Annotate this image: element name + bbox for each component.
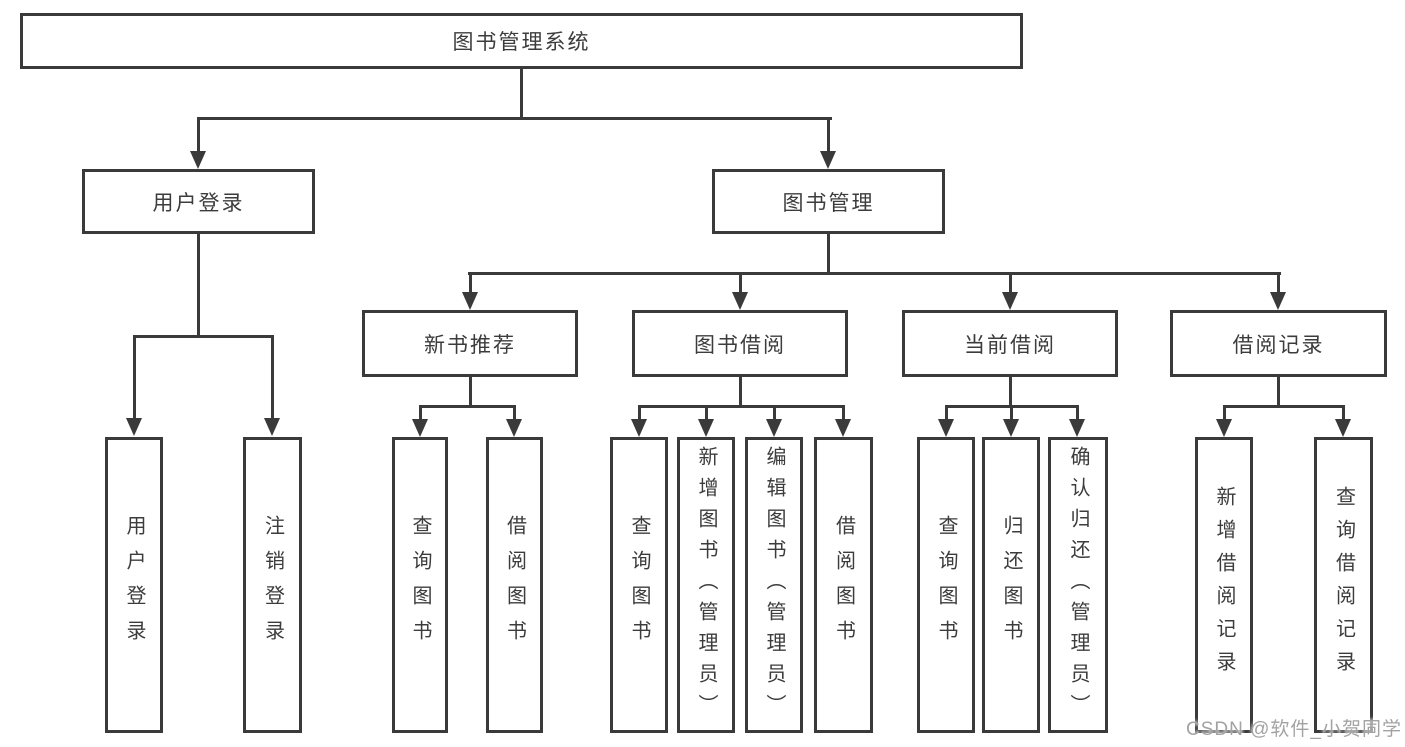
- connector-root-branch: [197, 117, 832, 120]
- leaf-label: 编辑图书（管理员）: [763, 445, 785, 725]
- arrow-down-icon: [1069, 419, 1085, 437]
- node-root-label: 图书管理系统: [452, 31, 591, 54]
- leaf-label: 查询借阅记录: [1332, 486, 1355, 684]
- leaf-record-add-record: 新增借阅记录: [1195, 437, 1253, 733]
- connector-borrowrecord-drop: [1277, 377, 1280, 405]
- arrow-down-icon: [506, 419, 522, 437]
- connector-stub: [945, 405, 948, 419]
- leaf-label: 确认归还（管理员）: [1067, 445, 1089, 725]
- node-book-management: 图书管理: [712, 169, 945, 234]
- arrow-down-icon: [766, 419, 782, 437]
- node-current-borrow: 当前借阅: [902, 310, 1118, 377]
- connector-stub: [842, 405, 845, 419]
- connector-stub: [705, 405, 708, 419]
- leaf-logout: 注销登录: [243, 437, 302, 733]
- connector-bookborrow-drop: [739, 377, 742, 405]
- node-label: 新书推荐: [424, 333, 516, 357]
- leaf-current-query-book: 查询图书: [917, 437, 975, 733]
- node-label: 当前借阅: [964, 333, 1056, 357]
- node-label: 借阅记录: [1232, 333, 1325, 357]
- leaf-user-login: 用户登录: [105, 437, 163, 733]
- connector-bookmgmt-drop: [827, 234, 830, 272]
- leaf-label: 归还图书: [1000, 515, 1022, 655]
- leaf-current-return-book: 归还图书: [982, 437, 1040, 733]
- arrow-down-icon: [126, 418, 142, 436]
- arrow-down-icon: [732, 292, 748, 310]
- node-label: 图书借阅: [694, 333, 786, 357]
- leaf-borrow-add-book-admin: 新增图书（管理员）: [677, 437, 735, 733]
- leaf-label: 查询图书: [935, 515, 957, 655]
- arrow-down-icon: [938, 419, 954, 437]
- watermark: CSDN @软件_小贺同学: [1186, 719, 1402, 740]
- leaf-current-confirm-return-admin: 确认归还（管理员）: [1048, 437, 1108, 733]
- arrow-down-icon: [1335, 419, 1351, 437]
- leaf-newbook-borrow-book: 借阅图书: [486, 437, 543, 733]
- arrow-down-icon: [820, 151, 836, 169]
- connector-userlogin-drop: [197, 234, 200, 335]
- leaf-label: 查询图书: [409, 515, 431, 655]
- leaf-label: 注销登录: [261, 515, 284, 655]
- arrow-down-icon: [264, 418, 280, 436]
- connector-stub: [133, 335, 136, 418]
- leaf-newbook-query-book: 查询图书: [392, 437, 448, 733]
- leaf-borrow-edit-book-admin: 编辑图书（管理员）: [745, 437, 803, 733]
- leaf-label: 查询图书: [628, 515, 650, 655]
- arrow-down-icon: [190, 151, 206, 169]
- leaf-record-query-record: 查询借阅记录: [1314, 437, 1373, 733]
- arrow-down-icon: [698, 419, 714, 437]
- connector-stub: [513, 405, 516, 419]
- arrow-down-icon: [412, 419, 428, 437]
- connector-stub: [1342, 405, 1345, 419]
- leaf-label: 借阅图书: [832, 515, 855, 655]
- connector-stub: [827, 117, 830, 151]
- node-borrow-record: 借阅记录: [1170, 310, 1387, 377]
- connector-stub: [419, 405, 422, 419]
- connector-stub: [1010, 405, 1013, 419]
- arrow-down-icon: [1216, 419, 1232, 437]
- connector-stub: [773, 405, 776, 419]
- leaf-label: 新增借阅记录: [1213, 486, 1235, 684]
- node-label: 用户登录: [152, 191, 245, 215]
- connector-stub: [1076, 405, 1079, 419]
- leaf-label: 借阅图书: [503, 515, 526, 655]
- connector-newbook-drop: [469, 377, 472, 405]
- connector-newbook-branch: [419, 405, 516, 408]
- node-new-book-recommend: 新书推荐: [362, 310, 578, 377]
- leaf-label: 新增图书（管理员）: [695, 445, 717, 725]
- connector-stub: [1223, 405, 1226, 419]
- arrow-down-icon: [835, 419, 851, 437]
- arrow-down-icon: [462, 292, 478, 310]
- connector-stub: [1277, 272, 1280, 292]
- arrow-down-icon: [1270, 292, 1286, 310]
- connector-bookmgmt-branch: [468, 272, 1281, 275]
- leaf-label: 用户登录: [123, 515, 145, 655]
- node-label: 图书管理: [782, 191, 875, 215]
- node-book-borrow: 图书借阅: [632, 310, 848, 377]
- arrow-down-icon: [1002, 292, 1018, 310]
- connector-stub: [469, 272, 472, 292]
- connector-stub: [739, 272, 742, 292]
- arrow-down-icon: [631, 419, 647, 437]
- node-user-login: 用户登录: [82, 169, 315, 234]
- node-root: 图书管理系统: [20, 13, 1023, 69]
- connector-stub: [1009, 272, 1012, 292]
- connector-currentborrow-drop: [1009, 377, 1012, 405]
- leaf-borrow-query-book: 查询图书: [610, 437, 668, 733]
- connector-stub: [638, 405, 641, 419]
- connector-stub: [271, 335, 274, 418]
- connector-borrowrecord-branch: [1223, 405, 1344, 408]
- arrow-down-icon: [1003, 419, 1019, 437]
- connector-stub: [197, 117, 200, 151]
- leaf-borrow-borrow-book: 借阅图书: [814, 437, 873, 733]
- connector-root-drop: [520, 69, 523, 117]
- connector-bookborrow-branch: [638, 405, 845, 408]
- connector-userlogin-branch: [133, 335, 274, 338]
